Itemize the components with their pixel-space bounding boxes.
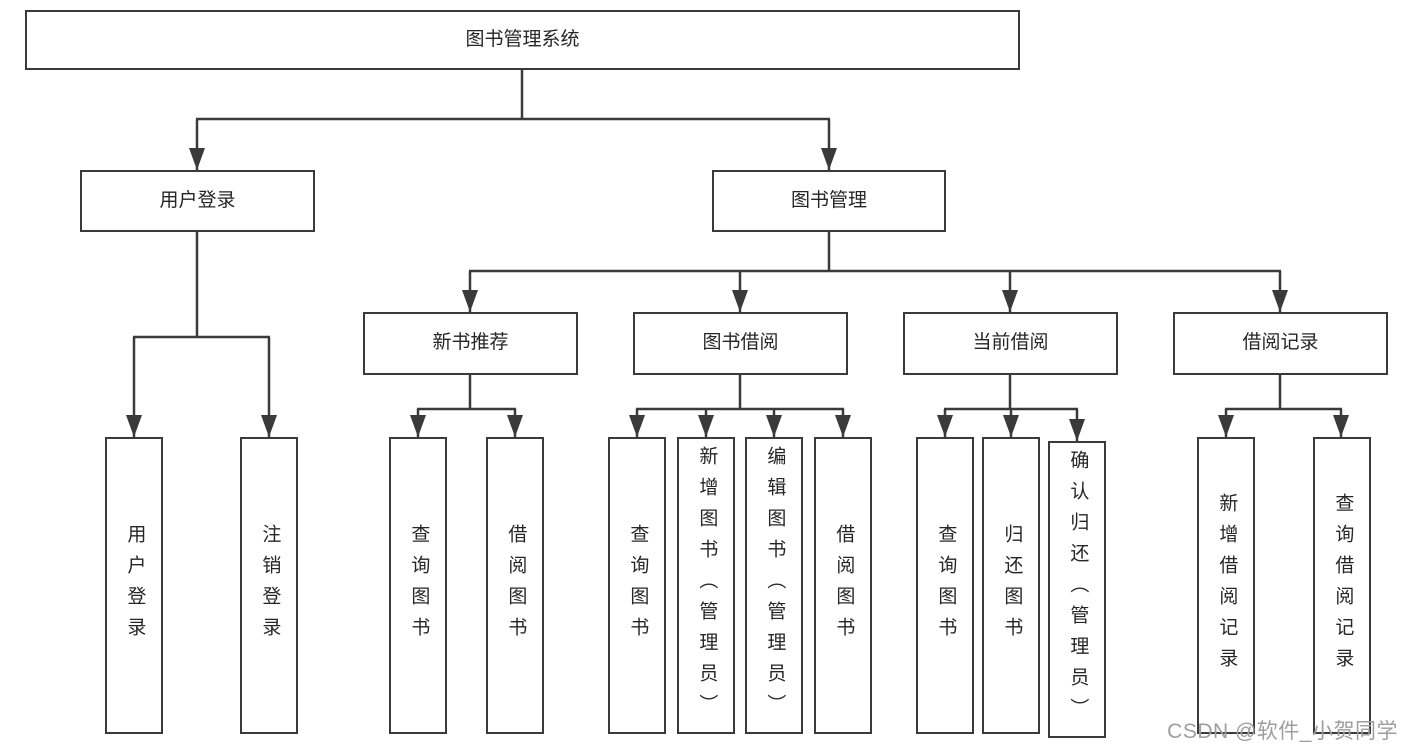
node-borrow-records: 借阅记录 — [1173, 312, 1388, 375]
node-current-borrow: 当前借阅 — [903, 312, 1118, 375]
leaf-add-book-admin: 新增图书（管理员） — [677, 437, 735, 734]
watermark: CSDN @软件_小贺同学 — [1167, 720, 1398, 743]
leaf-query-books: 查询图书 — [608, 437, 666, 734]
leaf-edit-book-admin: 编辑图书（管理员） — [745, 437, 803, 734]
leaf-borrow-books: 借阅图书 — [486, 437, 544, 734]
leaf-borrow-books: 借阅图书 — [814, 437, 872, 734]
node-user-login: 用户登录 — [80, 170, 315, 232]
leaf-user-login: 用户登录 — [105, 437, 163, 734]
leaf-add-borrow-record: 新增借阅记录 — [1197, 437, 1255, 734]
leaf-return-book: 归还图书 — [982, 437, 1040, 734]
leaf-query-borrow-record: 查询借阅记录 — [1313, 437, 1371, 734]
leaf-confirm-return-admin: 确认归还（管理员） — [1048, 441, 1106, 738]
leaf-query-books: 查询图书 — [916, 437, 974, 734]
node-new-book-recommend: 新书推荐 — [363, 312, 578, 375]
node-root: 图书管理系统 — [25, 10, 1020, 70]
node-book-borrow: 图书借阅 — [633, 312, 848, 375]
node-book-management: 图书管理 — [712, 170, 946, 232]
leaf-query-books: 查询图书 — [389, 437, 447, 734]
leaf-logout: 注销登录 — [240, 437, 298, 734]
